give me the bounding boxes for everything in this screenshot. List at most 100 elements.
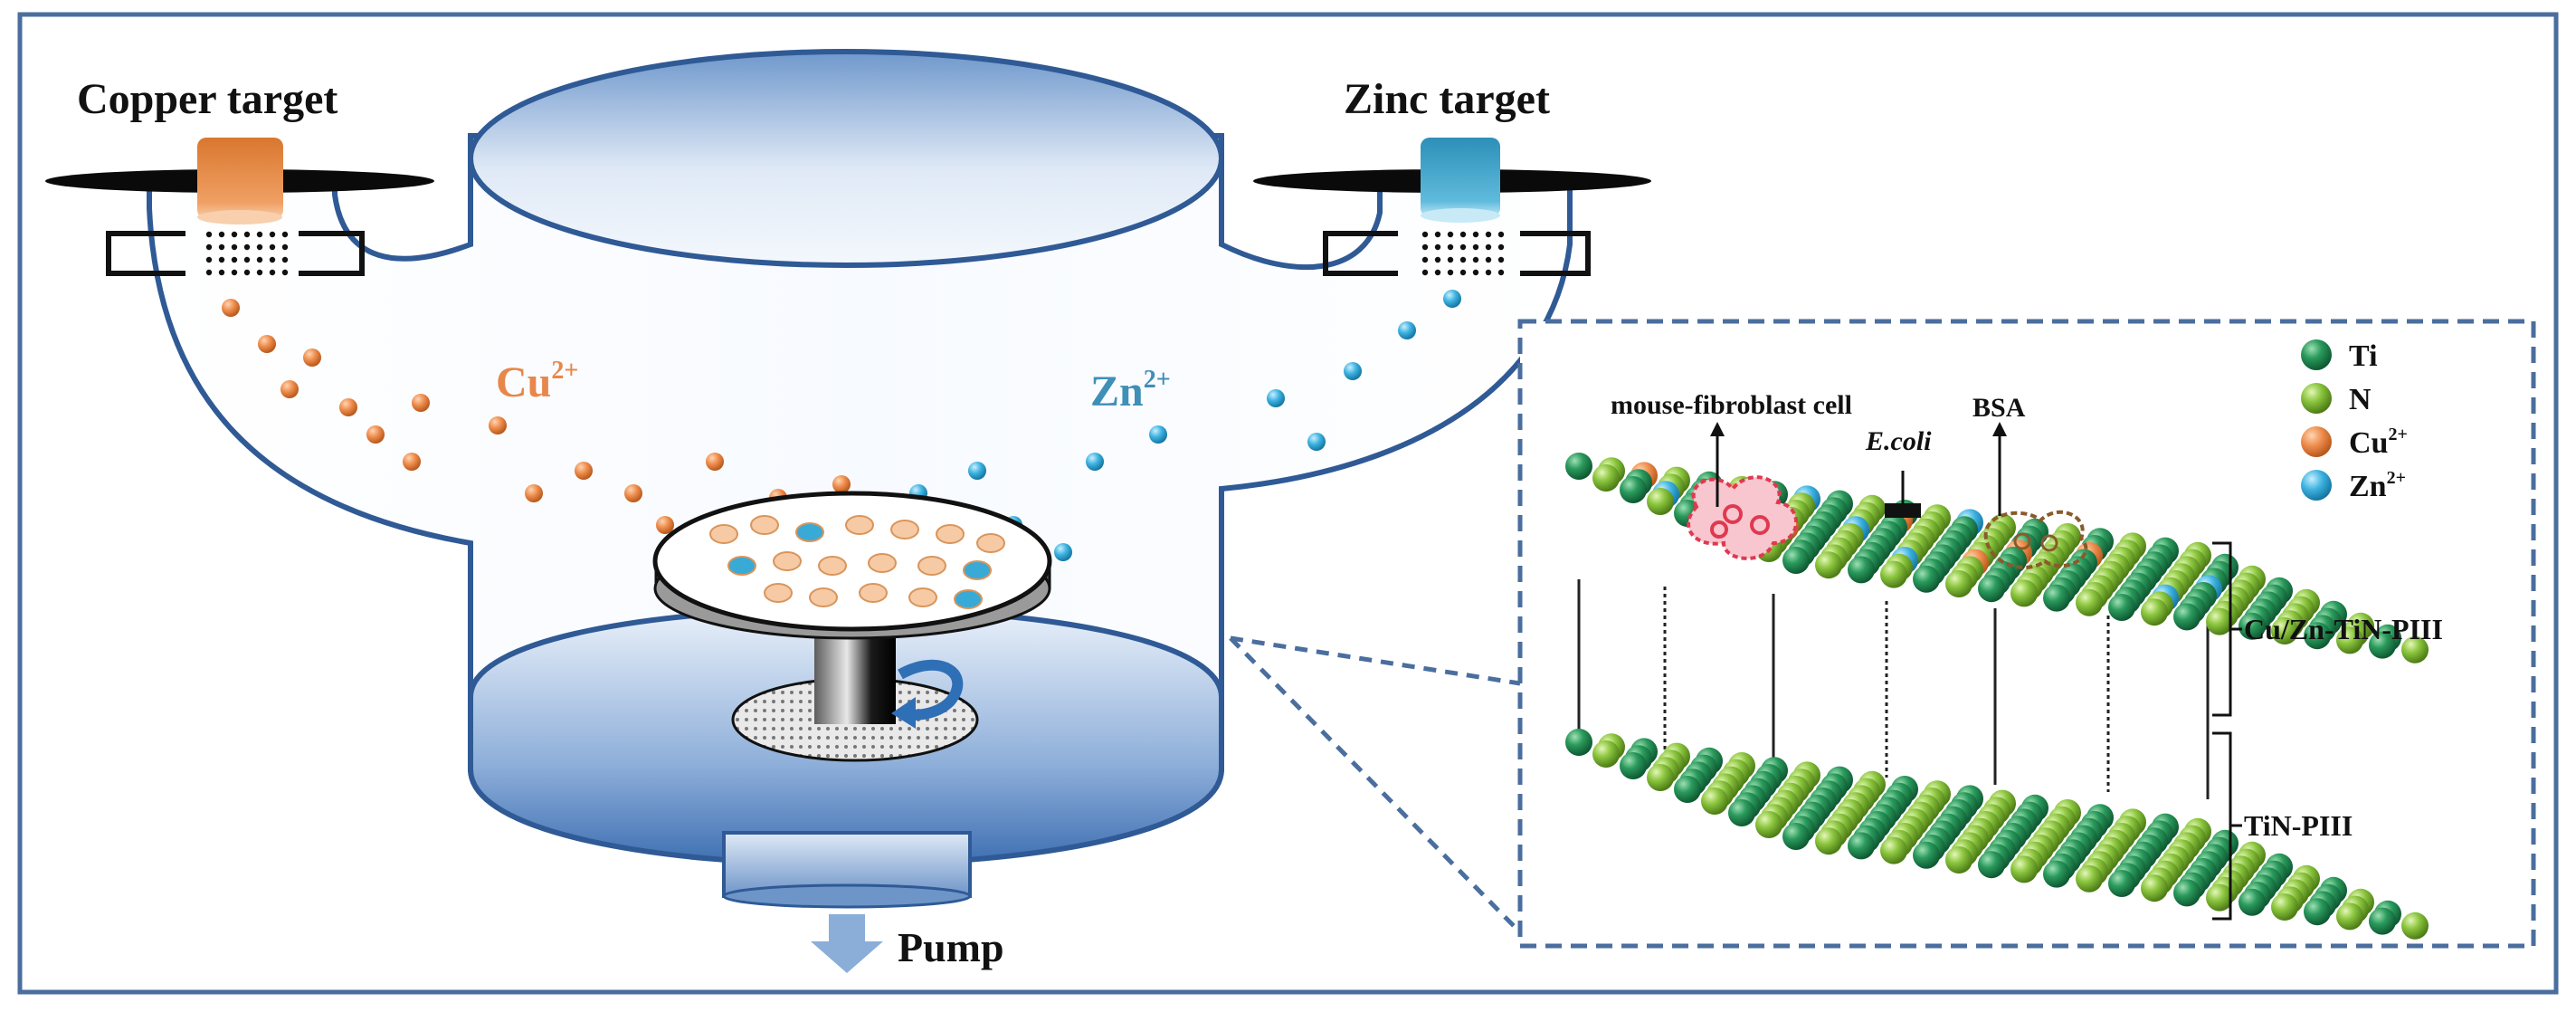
sample-pellet [795,522,824,542]
sample-pellet [773,551,802,571]
copper-ion [303,348,321,367]
n-atom [2076,588,2103,616]
ti-atom [1565,453,1592,480]
pump-label: Pump [898,924,1004,970]
zinc-ion [1054,543,1072,561]
n-atom [1815,827,1842,855]
ti-atom [1848,556,1875,584]
copper-ion [258,335,276,353]
zinc-ion [1267,389,1285,407]
bsa-protein [1983,510,2088,569]
n-atom [2401,635,2429,664]
sample-pellet [936,524,965,544]
n-atom [1701,788,1728,815]
ti-atom [1728,799,1755,826]
ti-atom [1913,841,1940,869]
copper-grid-dots [201,226,290,277]
copper-target-cylinder [197,138,283,219]
n-atom [2336,626,2363,654]
zinc-ion [1398,321,1416,339]
zinc-ion [1086,453,1104,471]
sample-pellet [750,515,779,535]
ti-atom [1565,729,1592,756]
ti-atom [1620,752,1647,779]
n-atom [2271,617,2298,644]
zinc-ion [1344,362,1362,380]
ti-atom [1782,547,1810,574]
copper-bracket-left [106,231,185,276]
legend-zn-swatch [2301,470,2332,501]
stage-shaft [814,634,896,724]
pump-arrow-icon [811,914,883,973]
n-atom [1592,464,1620,492]
layer-connectors [1577,579,2210,799]
sample-pellet [818,556,847,576]
chamber-top-lid [468,49,1224,268]
copper-ion [280,380,299,398]
ti-atom [2239,888,2266,916]
ti-atom [2369,631,2396,659]
ti-atom [2173,879,2201,907]
n-atom [1945,846,1972,874]
zinc-grid-dots [1419,226,1507,277]
zinc-target-label: Zinc target [1344,75,1550,123]
sample-pellet [727,556,756,576]
stage-disk-top [652,491,1052,632]
n-atom [2010,579,2038,607]
copper-ion [412,394,430,412]
n-atom [1880,560,1907,588]
n-atom [2401,912,2429,940]
copper-ion [366,425,385,444]
zinc-bracket-left [1323,231,1398,276]
ecoli-bacterium [1885,503,1921,518]
sample-pellet [908,587,937,607]
copper-ion [339,398,357,416]
copper-ion [706,453,724,471]
copper-bracket-right [299,231,365,276]
sample-pellet [868,553,897,573]
sample-pellet [917,556,946,576]
copper-ion [624,484,642,502]
n-atom [1815,551,1842,579]
legend-zn-label: Zn2+ [2349,468,2406,503]
lattice-tin-piii [1565,729,2429,940]
mouse-fibroblast-label: mouse-fibroblast cell [1611,390,1852,420]
ti-atom [2043,860,2070,888]
layer-top-label: Cu/Zn-TiN-PIII [2244,613,2443,645]
copper-ion [575,462,593,480]
sample-pellet [845,515,874,535]
n-atom [2010,855,2038,883]
ti-atom [2173,603,2201,631]
copper-ion [403,453,421,471]
copper-ion [525,484,543,502]
n-atom [1647,488,1674,515]
n-atom [1755,811,1782,838]
sample-pellet [890,520,919,539]
n-atom [2076,864,2103,893]
ti-atom [1620,476,1647,503]
sample-pellet [976,533,1005,553]
copper-ion [489,416,507,434]
zoom-line-lower [1229,636,1522,934]
bsa-label: BSA [1972,393,2026,423]
sample-stage [652,491,1052,762]
zoom-line-upper [1230,635,1521,686]
n-atom [2206,607,2233,635]
ti-atom [1782,823,1810,850]
copper-ion [656,516,674,534]
ti-atom [1674,776,1701,803]
legend-ti-label: Ti [2349,339,2378,373]
feature-pointers [1716,425,2001,516]
copper-ion [832,475,851,493]
zinc-target-assembly: Zinc target [1253,75,1651,277]
ecoli-label: E.coli [1865,426,1932,456]
sample-pellet [963,560,992,580]
n-atom [1647,764,1674,791]
legend-ti-swatch [2301,339,2332,370]
zn-ion-label: Zn2+ [1090,366,1171,415]
legend-cu-label: Cu2+ [2349,425,2408,460]
n-atom [2271,893,2298,921]
n-atom [2141,598,2168,626]
